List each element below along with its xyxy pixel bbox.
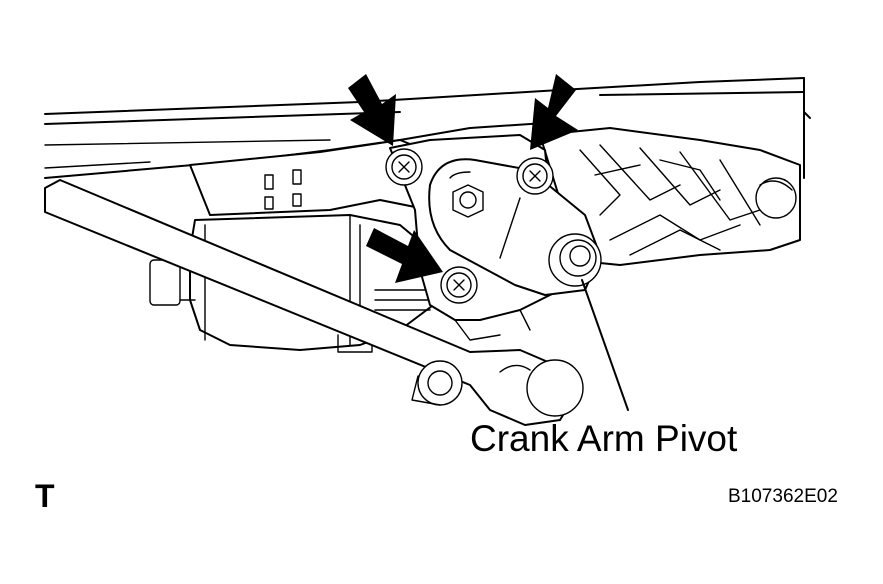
- arrow-lower: [366, 228, 443, 283]
- bolt-upper-right: [516, 157, 554, 195]
- callout-leader-line: [581, 279, 629, 411]
- linkage-rod: [44, 179, 584, 426]
- bolt-lower: [440, 266, 478, 304]
- crank-center-bolt: [452, 184, 484, 218]
- arrow-upper-right: [530, 74, 578, 150]
- wiper-frame-arm: [189, 139, 421, 216]
- bolt-upper-left: [385, 148, 423, 186]
- figure-code: B107362E02: [728, 486, 838, 507]
- lattice-bracket: [539, 127, 801, 266]
- view-letter: T: [35, 478, 55, 514]
- arrow-upper-left: [348, 74, 396, 146]
- crank-arm-pivot: [548, 233, 602, 287]
- crank-arm-pivot-label: Crank Arm Pivot: [470, 418, 738, 459]
